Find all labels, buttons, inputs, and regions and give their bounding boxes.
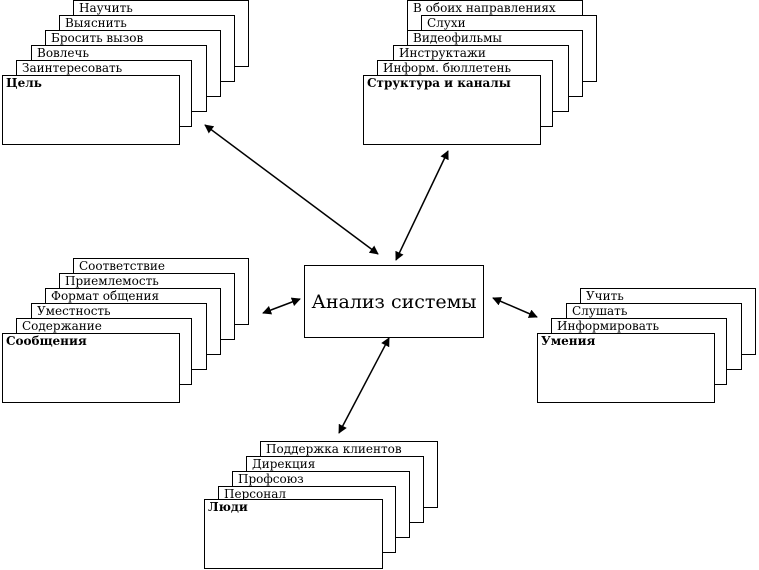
arrow-structure [395, 150, 449, 261]
arrow-people [338, 337, 390, 434]
card-structure-title: Структура и каналы [363, 75, 541, 145]
center-node-system-analysis: Анализ системы [304, 265, 484, 338]
center-node-label: Анализ системы [311, 290, 477, 313]
arrow-goal [204, 124, 379, 255]
card-skills-title: Умения [537, 333, 715, 403]
card-people-title: Люди [204, 499, 383, 569]
card-goal-title: Цель [2, 75, 180, 145]
arrow-skills [492, 297, 538, 318]
card-messages-title: Сообщения [2, 333, 180, 403]
arrow-messages [262, 297, 301, 315]
